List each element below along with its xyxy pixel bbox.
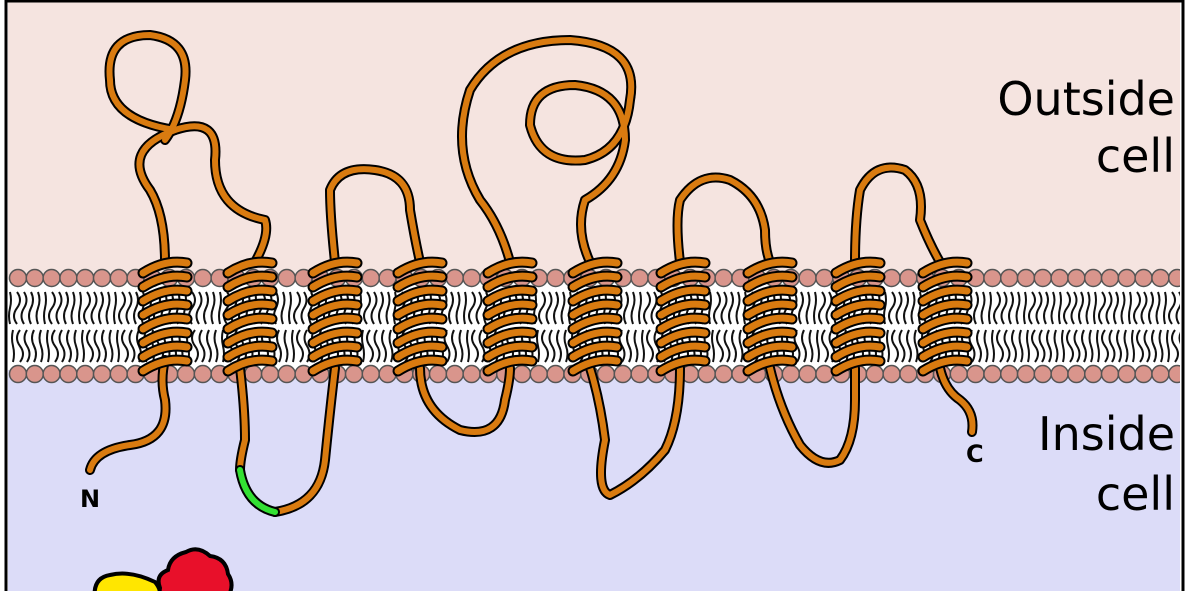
outside-label: Outside xyxy=(997,72,1175,126)
c-terminus-label: C xyxy=(966,440,984,468)
outside-cell-label: cell xyxy=(1096,129,1175,183)
inside-cell-label: cell xyxy=(1096,467,1175,521)
n-terminus-label: N xyxy=(80,485,100,513)
inside-label: Inside xyxy=(1038,407,1175,461)
